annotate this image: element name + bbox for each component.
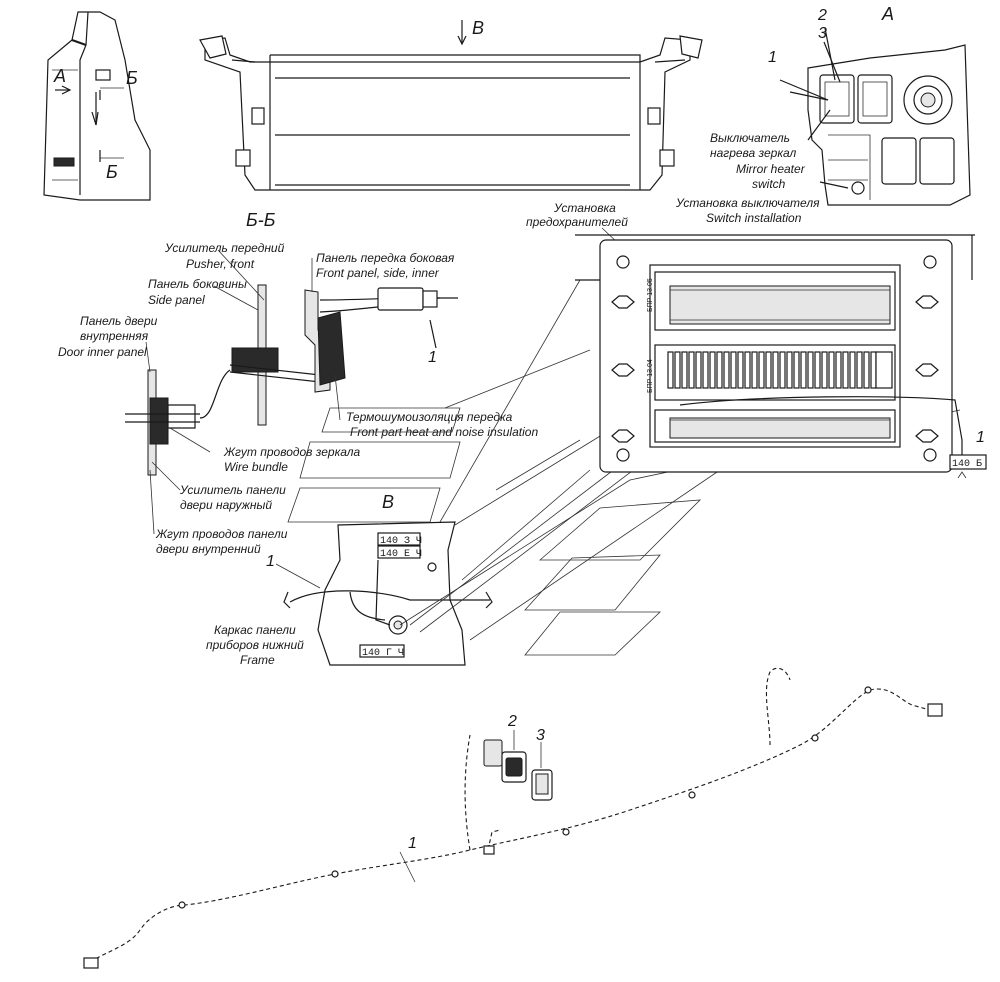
section-bb-title: Б-Б bbox=[246, 210, 276, 230]
side-panel-label-ru: Панель боковины bbox=[148, 277, 247, 291]
door-view: А Б Б bbox=[43, 11, 151, 201]
fuse-cell bbox=[814, 351, 821, 389]
tag-140-g: 140 Г Ч bbox=[362, 648, 404, 659]
fuse-cell bbox=[730, 351, 737, 389]
fuse-cell bbox=[828, 351, 835, 389]
switch-install-label-en: Switch installation bbox=[706, 211, 802, 225]
mirror-switch-label-en: Mirror heater bbox=[736, 162, 806, 176]
front-panel-label-ru: Панель передка боковая bbox=[316, 251, 455, 265]
fuse-install-label-ru: Установка bbox=[553, 201, 616, 215]
connector-left bbox=[83, 957, 99, 969]
fuse-cell bbox=[723, 351, 730, 389]
arrow-b-label: В bbox=[472, 18, 484, 38]
fuse-cell bbox=[702, 351, 709, 389]
fuse-cell bbox=[744, 351, 751, 389]
frame-label-ru: Каркас панели bbox=[214, 623, 296, 637]
fuse-cell bbox=[772, 351, 779, 389]
side-panel-label-en: Side panel bbox=[148, 293, 205, 307]
callout-2-bottom: 2 bbox=[507, 713, 517, 730]
callout-1-fuse: 1 bbox=[976, 429, 985, 446]
fuse-cell bbox=[695, 351, 702, 389]
fuse-cell bbox=[751, 351, 758, 389]
connector-right bbox=[927, 703, 943, 717]
fuse-cell bbox=[779, 351, 786, 389]
fuse-block-mid: БПР 13.04 bbox=[647, 359, 654, 393]
mirror-switch-label-ru: Выключатель bbox=[710, 131, 790, 145]
wire-bundle-label-en: Wire bundle bbox=[224, 460, 288, 474]
fuse-cell bbox=[807, 351, 814, 389]
door-harness-label-ru2: двери внутренний bbox=[156, 542, 261, 556]
detail-b-label: В bbox=[382, 492, 394, 512]
wire-harness: 1 2 3 bbox=[83, 667, 943, 969]
fuse-cell bbox=[674, 351, 681, 389]
view-a-label: А bbox=[53, 66, 66, 86]
tag-140-b: 140 Б bbox=[952, 459, 982, 470]
detail-a-label: А bbox=[881, 4, 894, 24]
switch-install-label-ru: Установка выключателя bbox=[675, 196, 820, 210]
fuse-cell bbox=[716, 351, 723, 389]
door-harness-label-ru: Жгут проводов панели bbox=[155, 527, 288, 541]
fuse-cell bbox=[709, 351, 716, 389]
fuse-cell bbox=[856, 351, 863, 389]
section-bb: Б-Б 1 Усилитель передний Pusher, front bbox=[58, 210, 538, 556]
callout-1-top: 1 bbox=[768, 49, 777, 66]
door-outer-label-ru: Усилитель панели bbox=[179, 483, 286, 497]
fuse-cell bbox=[737, 351, 744, 389]
section-b-label-2: Б bbox=[106, 162, 118, 182]
fuse-cell bbox=[821, 351, 828, 389]
fuse-cell bbox=[842, 351, 849, 389]
fuse-cell bbox=[870, 351, 877, 389]
fuse-install-label-ru2: предохранителей bbox=[526, 215, 628, 229]
pusher-label-en: Pusher, front bbox=[186, 257, 255, 271]
fuse-cell bbox=[681, 351, 688, 389]
pusher-label-ru: Усилитель передний bbox=[164, 241, 285, 255]
front-panel-label-en: Front panel, side, inner bbox=[316, 266, 440, 280]
dashboard-panel: В bbox=[199, 18, 703, 191]
tag-140-e: 140 Е Ч bbox=[380, 549, 422, 560]
section-b-label: Б bbox=[126, 68, 138, 88]
fuse-cell bbox=[765, 351, 772, 389]
callout-1-bottom: 1 bbox=[408, 835, 417, 852]
fuse-row bbox=[667, 351, 877, 389]
detail-b-frame: В 140 З Ч 140 Е Ч 140 Г Ч 1 Каркас панел… bbox=[206, 279, 961, 667]
tag-140-3: 140 З Ч bbox=[380, 536, 422, 547]
fuse-installation: Установка предохранителей БПР 13.05 БПР … bbox=[526, 201, 987, 479]
fuse-cell bbox=[835, 351, 842, 389]
callout-3-bottom: 3 bbox=[536, 727, 545, 744]
fuse-cell bbox=[786, 351, 793, 389]
fuse-cell bbox=[849, 351, 856, 389]
callout-1-section: 1 bbox=[428, 349, 437, 366]
door-inner-label-ru2: внутренняя bbox=[80, 329, 149, 343]
insulation-label-ru: Термошумоизоляция передка bbox=[346, 410, 513, 424]
wire-bundle-label-ru: Жгут проводов зеркала bbox=[223, 445, 361, 459]
fuse-cell bbox=[793, 351, 800, 389]
fuse-cell bbox=[800, 351, 807, 389]
callout-2-top: 2 bbox=[817, 7, 827, 24]
fuse-cell bbox=[667, 351, 674, 389]
frame-label-en: Frame bbox=[240, 653, 275, 667]
door-inner-label-ru: Панель двери bbox=[80, 314, 158, 328]
fuse-cell bbox=[688, 351, 695, 389]
callout-1-frame: 1 bbox=[266, 553, 275, 570]
mirror-switch-label-en2: switch bbox=[752, 177, 786, 191]
detail-a-switches: 1 2 3 А Выключатель нагрева зеркал Mirro… bbox=[675, 4, 971, 225]
callout-3-top: 3 bbox=[818, 25, 827, 42]
fuse-cell bbox=[863, 351, 870, 389]
door-inner-label-en: Door inner panel bbox=[58, 345, 147, 359]
mirror-switch-label-ru2: нагрева зеркал bbox=[710, 146, 797, 160]
fuse-block-top: БПР 13.05 bbox=[647, 278, 654, 312]
frame-label-ru2: приборов нижний bbox=[206, 638, 304, 652]
fuse-cell bbox=[758, 351, 765, 389]
door-outer-label-ru2: двери наружный bbox=[180, 498, 272, 512]
